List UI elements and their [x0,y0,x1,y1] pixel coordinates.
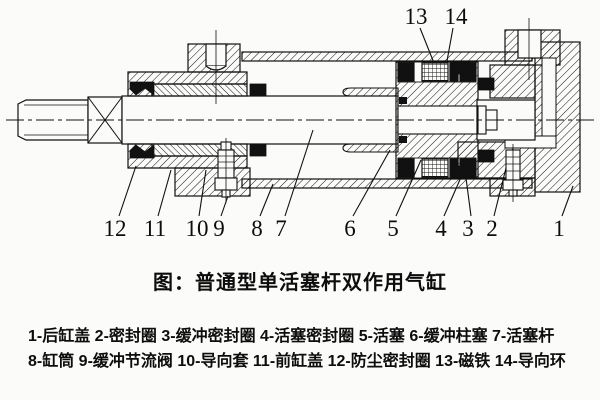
legend-line-2: 8-缸筒 9-缓冲节流阀 10-导向套 11-前缸盖 12-防尘密封圈 13-磁… [28,353,566,370]
rear-cushion-seal-top [451,61,471,75]
leader-5 [395,159,422,217]
leader-9 [220,195,229,217]
callout-13: 13 [405,4,428,29]
callout-3: 3 [462,216,474,241]
plunger-top [342,87,399,97]
callout-9: 9 [213,216,225,241]
leader-8 [259,183,274,217]
rear-air-channel-vertical [541,57,557,149]
front-cushion-seal-bottom [249,143,267,157]
piston-nub-top [399,97,407,104]
callout-11: 11 [144,216,166,241]
guide-sleeve-top [151,83,248,97]
rear-cap [457,29,581,197]
rear-port-hole [517,29,542,59]
leader-6 [352,149,391,217]
piston-seal-top-left [397,62,415,82]
plunger-bottom [342,143,399,153]
callout-12: 12 [104,216,127,241]
leader-10 [198,169,207,217]
callout-10: 10 [186,216,209,241]
rear-seals [451,61,495,179]
figure-title: 图：普通型单活塞杆双作用气缸 [153,272,447,294]
callout-14: 14 [445,4,469,29]
barrel-top-wall [241,51,533,62]
callout-4: 4 [435,216,447,241]
legend-line-1: 1-后缸盖 2-密封圈 3-缓冲密封圈 4-活塞密封圈 5-活塞 6-缓冲柱塞 … [28,328,555,345]
leader-3 [465,177,472,217]
cylinder-cross-section-diagram: 13 14 12 11 10 9 8 7 6 5 4 3 2 1 [6,4,594,241]
cushion-plunger [342,87,399,153]
piston-nub-bottom [399,136,407,143]
leader-2 [493,167,507,217]
callout-1: 1 [553,216,565,241]
dust-seal-top [129,81,155,96]
magnet-top [421,62,449,82]
front-cushion-seal [249,83,267,157]
barrel-bottom-wall [241,178,533,189]
leader-4 [443,174,463,217]
callout-5: 5 [387,216,399,241]
callout-labels: 13 14 12 11 10 9 8 7 6 5 4 3 2 1 [104,4,565,241]
callout-6: 6 [344,216,356,241]
callout-8: 8 [251,216,263,241]
leader-7 [284,129,314,217]
callout-2: 2 [486,216,498,241]
rear-cap-top-flange [489,64,536,99]
rear-seal-top [477,77,495,91]
piston-seal-bottom-left [397,158,415,178]
leader-12 [118,165,137,217]
magnet-bottom [421,158,449,178]
front-bottom-boss [174,167,251,197]
dust-seal-bottom [129,144,155,159]
rear-seal-bottom [477,149,495,163]
leader-lines [118,27,574,217]
dust-seal [129,81,155,159]
callout-7: 7 [275,216,287,241]
cushion-throttle-valve-rear [502,144,524,202]
front-cushion-seal-top [249,83,267,97]
leader-11 [157,169,172,217]
leader-14 [446,27,454,62]
leader-1 [561,185,574,217]
cushion-throttle-valve-front [214,138,238,203]
leader-13 [419,27,435,64]
